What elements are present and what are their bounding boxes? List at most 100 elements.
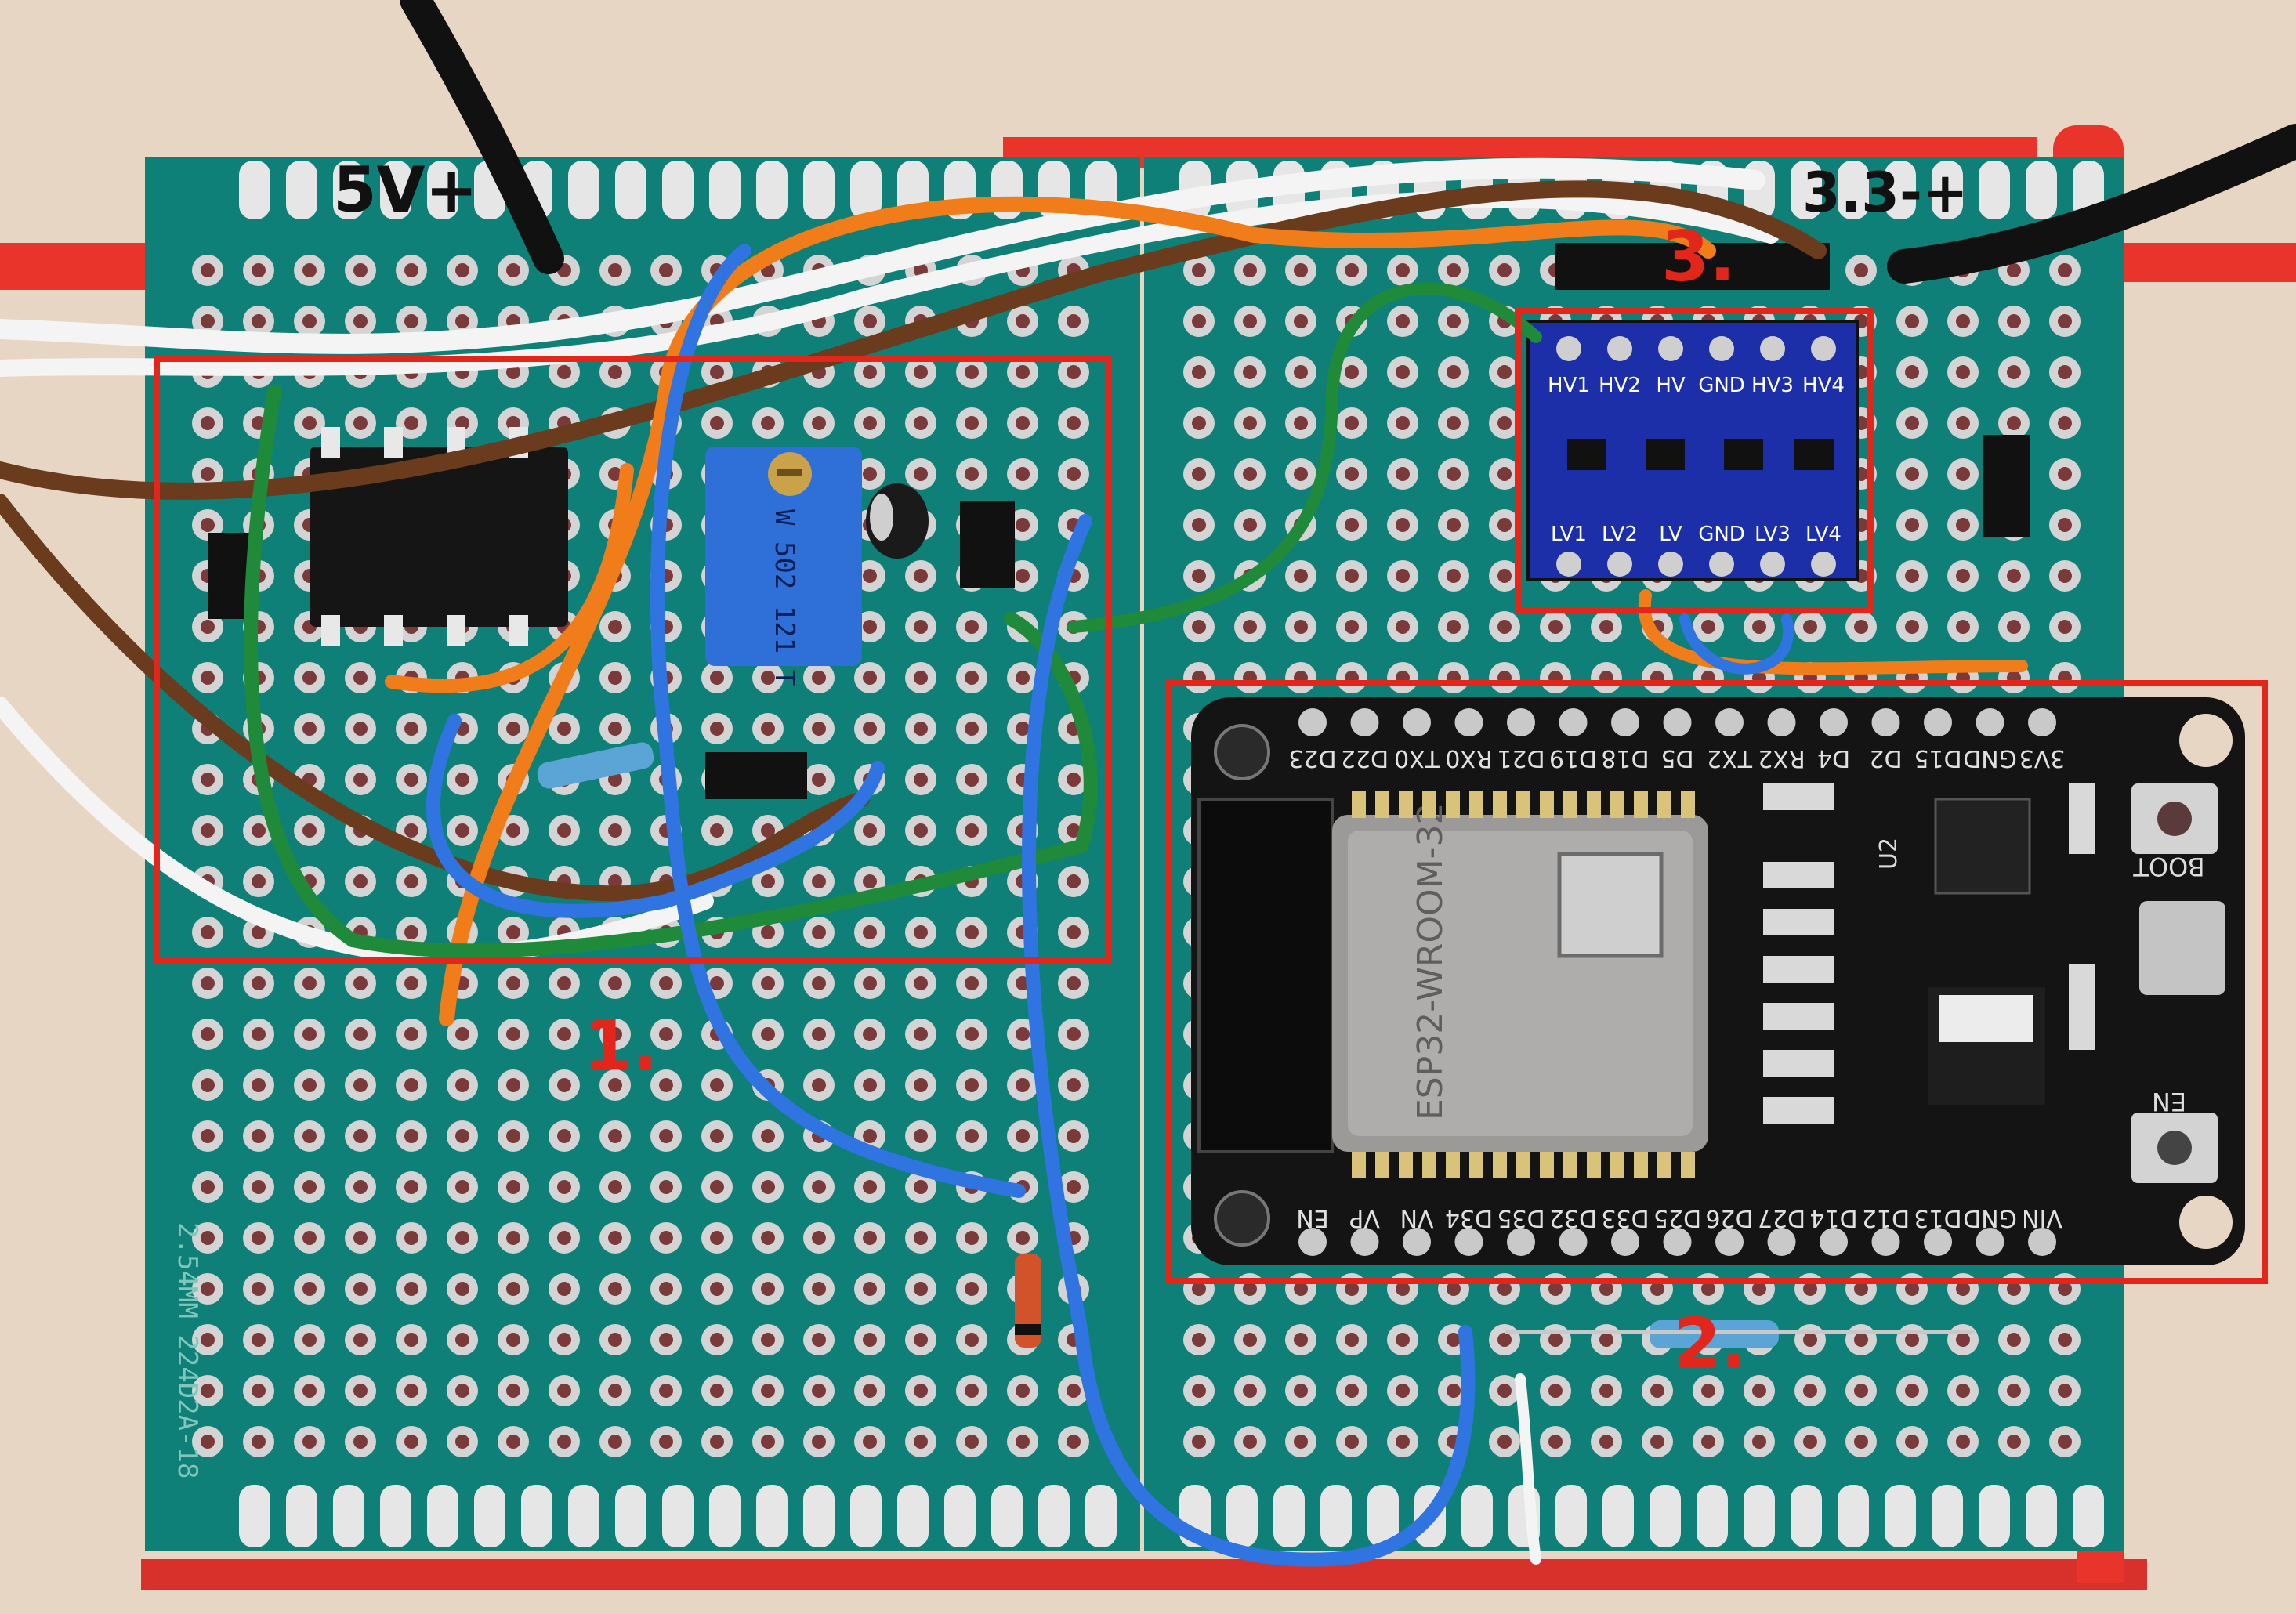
resistors	[537, 742, 1975, 1348]
annotation-box-2	[1166, 680, 2268, 1284]
shifter-pin-label: HV1	[1548, 374, 1590, 397]
esp32-pin	[1507, 1228, 1535, 1256]
esp32-module-name: ESP32-WROOM-32	[1411, 802, 1450, 1120]
esp32-pin-label: D27	[1758, 1204, 1805, 1232]
shifter-pin-label: HV4	[1802, 374, 1845, 397]
shifter-pin	[1709, 336, 1734, 361]
esp32-pin-label: GND	[1963, 744, 2017, 772]
annotation-label-2: 2.	[1673, 1303, 1747, 1384]
annotation-boxes	[154, 308, 2268, 1284]
esp32-pin-label: D5	[1660, 744, 1693, 772]
esp32-pin	[1820, 708, 1848, 736]
esp32-pin	[1507, 708, 1535, 736]
esp32-pin	[1924, 1228, 1952, 1256]
u2-label: U2	[1875, 838, 1903, 870]
boot-label: BOOT	[2133, 852, 2205, 881]
diode	[1015, 1254, 1041, 1348]
esp32-pin	[1976, 708, 2004, 736]
trimmer-potentiometer: W 502 121 T	[705, 447, 862, 686]
esp32-pin	[1871, 708, 1900, 736]
dip8-ic	[310, 427, 568, 646]
power-right-label: 3.3-+	[1802, 161, 1968, 225]
esp32-pin-label: D2	[1869, 744, 1902, 772]
esp32-pin-label: VN	[1400, 1204, 1434, 1232]
esp32-pin	[2028, 708, 2056, 736]
shifter-pin-label: LV1	[1551, 523, 1587, 546]
esp32-pin	[1403, 708, 1431, 736]
shifter-pin	[1658, 336, 1683, 361]
esp32-pin-label: VP	[1349, 1204, 1380, 1232]
esp32-pin	[1403, 1228, 1431, 1256]
esp32-pin-label: VIN	[2022, 1204, 2062, 1232]
esp32-pin	[1767, 1228, 1796, 1256]
esp32-pin	[1715, 708, 1744, 736]
esp32-pin	[1976, 1228, 2004, 1256]
side-marking: 2.54MM 224D2A-18	[172, 1222, 203, 1479]
shifter-pin-label: LV4	[1805, 523, 1842, 546]
esp32-pin	[1611, 1228, 1639, 1256]
esp32-pin	[1820, 1228, 1848, 1256]
shifter-pin	[1811, 336, 1836, 361]
esp32-pin	[1663, 1228, 1692, 1256]
esp32-pin-label: D12	[1862, 1204, 1910, 1232]
shifter-pin	[1556, 552, 1581, 577]
shifter-pin-label: LV3	[1755, 523, 1791, 546]
esp32-pin-label: D14	[1809, 1204, 1857, 1232]
esp32-pin	[1715, 1228, 1744, 1256]
shifter-pin	[1607, 552, 1632, 577]
shifter-pin-label: GND	[1698, 374, 1745, 397]
esp32-pin	[2028, 1228, 2056, 1256]
esp32-pin	[1663, 708, 1692, 736]
annotation-label-3: 3.	[1661, 216, 1736, 297]
esp32-pin-label: D18	[1601, 744, 1649, 772]
esp32-pin	[1350, 708, 1379, 736]
trimmer-marking: W 502 121 T	[769, 509, 800, 686]
shifter-pin-label: HV	[1656, 374, 1686, 397]
esp32-pin-label: D35	[1497, 1204, 1545, 1232]
usb-uart-chip	[1934, 798, 2031, 895]
esp32-pin-label: D26	[1705, 1204, 1753, 1232]
electrolytic-capacitor	[866, 483, 929, 559]
esp32-pin	[1871, 1228, 1900, 1256]
esp32-pin-label: D19	[1549, 744, 1597, 772]
esp32-pin-label: TX0	[1394, 744, 1440, 772]
esp32-pin-label: D23	[1288, 744, 1336, 772]
esp32-pin	[1924, 708, 1952, 736]
esp32-pin	[1559, 1228, 1588, 1256]
shifter-pin-label: LV	[1659, 523, 1682, 546]
pin-headers	[208, 435, 2030, 799]
shifter-pin	[1760, 552, 1785, 577]
esp32-pin-label: D22	[1341, 744, 1389, 772]
level-shifter-board: HV1 HV2 HV GND HV3 HV4 LV1 LV2 LV GND LV3 LV4	[1526, 243, 1859, 581]
esp32-pin	[1298, 708, 1327, 736]
shifter-pin	[1658, 552, 1683, 577]
pcb-left	[145, 157, 1140, 1551]
power-left-label: 5V+	[333, 154, 478, 226]
esp32-pin-label: RX0	[1445, 744, 1492, 772]
esp32-pin	[1559, 708, 1588, 736]
esp32-pin	[1454, 1228, 1483, 1256]
esp32-pin-label: D21	[1497, 744, 1545, 772]
en-label: EN	[2152, 1087, 2186, 1116]
esp32-pin	[1298, 1228, 1327, 1256]
shifter-pin-label: GND	[1698, 523, 1745, 546]
shifter-pin	[1760, 336, 1785, 361]
annotation-box-3	[1515, 308, 1874, 613]
shifter-pin-label: HV2	[1599, 374, 1641, 397]
esp32-pin	[1767, 708, 1796, 736]
esp32-pin-label: D13	[1914, 1204, 1961, 1232]
esp32-pin-label: D33	[1601, 1204, 1649, 1232]
shifter-pin-label: HV3	[1751, 374, 1794, 397]
shifter-pin	[1556, 336, 1581, 361]
shifter-pin-label: LV2	[1602, 523, 1638, 546]
esp32-pin	[1454, 708, 1483, 736]
shifter-pin	[1607, 336, 1632, 361]
esp32-pin-label: GND	[1963, 1204, 2017, 1232]
esp32-pin	[1611, 708, 1639, 736]
esp32-pin-label: D15	[1914, 744, 1961, 772]
annotation-box-1	[154, 356, 1112, 964]
annotation-label-1: 1.	[584, 1005, 658, 1086]
esp32-pin	[1350, 1228, 1379, 1256]
